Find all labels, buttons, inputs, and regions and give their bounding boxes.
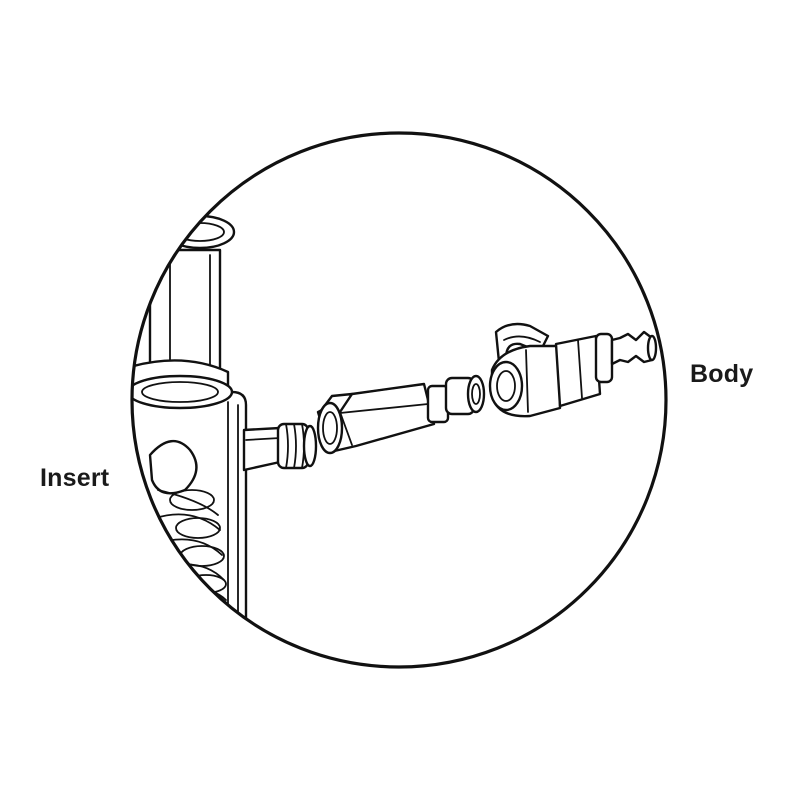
magnified-view <box>132 214 658 622</box>
quick-connect-body <box>488 322 658 418</box>
insert-label: Insert <box>40 464 110 492</box>
glass-condenser <box>132 214 282 622</box>
hex-adapter-insert <box>316 374 486 455</box>
body-label: Body <box>690 360 754 388</box>
magnifier-circle <box>130 131 668 669</box>
threaded-insert-nipple <box>276 422 318 470</box>
